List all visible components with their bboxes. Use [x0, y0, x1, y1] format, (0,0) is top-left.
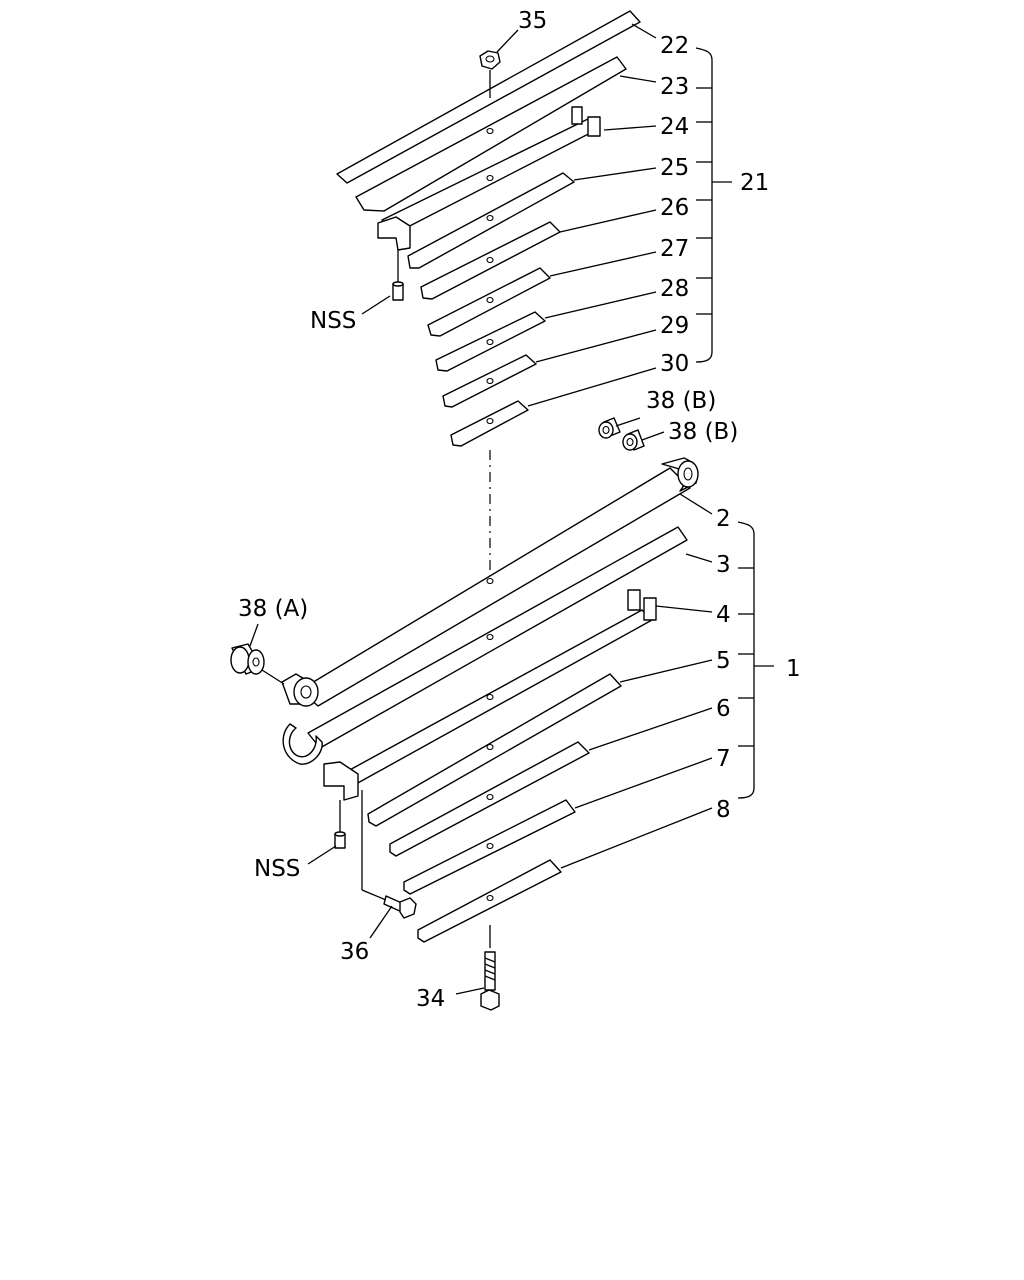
leaf-4-clip-left — [323, 761, 359, 801]
callout-22: 22 — [660, 33, 689, 59]
lower-center-hole — [486, 743, 494, 751]
lower-center-hole — [486, 793, 494, 801]
upper-center-hole — [486, 338, 494, 346]
callout-23: 23 — [660, 74, 689, 100]
nut-35 — [479, 50, 501, 98]
leaf-22 — [336, 10, 641, 184]
callout-34: 34 — [416, 986, 445, 1012]
leader-lines — [249, 23, 713, 995]
upper-center-hole — [486, 214, 494, 222]
upper-center-hole — [486, 256, 494, 264]
callout-4: 4 — [716, 602, 731, 628]
leaf-3-wrap-eye — [282, 723, 323, 765]
leaf-5 — [367, 673, 622, 827]
lower-clip-bolt — [334, 800, 346, 849]
upper-clip-bolt — [392, 250, 404, 301]
group-bracket-1 — [737, 521, 774, 799]
callout-7: 7 — [716, 746, 731, 772]
upper-center-hole — [486, 296, 494, 304]
callout-27: 27 — [660, 236, 689, 262]
leaf-24-clip-left — [377, 216, 411, 251]
callout-5: 5 — [716, 648, 731, 674]
callout-8: 8 — [716, 797, 731, 823]
callout-30: 30 — [660, 351, 689, 377]
callout-28: 28 — [660, 276, 689, 302]
upper-center-hole — [486, 174, 494, 182]
callout-24: 24 — [660, 114, 689, 140]
bolt-36 — [361, 790, 417, 919]
lower-center-hole — [486, 577, 494, 585]
leaf-2-rear-eye — [661, 457, 699, 492]
bushing-38b-1 — [598, 417, 621, 439]
leaf-2 — [299, 467, 691, 707]
callout-2: 2 — [716, 506, 731, 532]
callout-3: 3 — [716, 552, 731, 578]
callout-38b-2: 38 (B) — [668, 419, 738, 445]
upper-center-hole — [486, 127, 494, 135]
leaf-23 — [355, 56, 627, 212]
leaf-24-clip-right — [571, 106, 601, 137]
lower-center-hole — [486, 693, 494, 701]
leaf-4-clip-right — [627, 589, 657, 621]
callout-25: 25 — [660, 155, 689, 181]
group-bracket-21 — [695, 47, 732, 363]
callout-labels: 35 22 23 24 25 26 27 28 29 30 21 NSS 38 … — [238, 8, 801, 1012]
upper-center-hole — [486, 417, 494, 425]
callout-26: 26 — [660, 195, 689, 221]
callout-21: 21 — [740, 170, 769, 196]
callout-29: 29 — [660, 313, 689, 339]
callout-nss-lower: NSS — [254, 856, 300, 882]
upper-center-hole — [486, 377, 494, 385]
callout-nss-upper: NSS — [310, 308, 356, 334]
lower-spring-assembly — [281, 457, 699, 1011]
leaf-2-front-eye — [281, 673, 319, 707]
callout-6: 6 — [716, 696, 731, 722]
callout-38a: 38 (A) — [238, 596, 308, 622]
callout-35: 35 — [518, 8, 547, 34]
callout-1: 1 — [786, 656, 801, 682]
center-bolt-34 — [480, 925, 500, 1011]
upper-spring-assembly — [336, 10, 641, 447]
leaf-3 — [307, 526, 688, 749]
bushing-38b-2 — [622, 429, 645, 451]
lower-center-hole — [486, 894, 494, 902]
callout-38b-1: 38 (B) — [646, 388, 716, 414]
lower-center-hole — [486, 842, 494, 850]
bushing-38a — [230, 643, 265, 675]
callout-36: 36 — [340, 939, 369, 965]
lower-center-hole — [486, 633, 494, 641]
